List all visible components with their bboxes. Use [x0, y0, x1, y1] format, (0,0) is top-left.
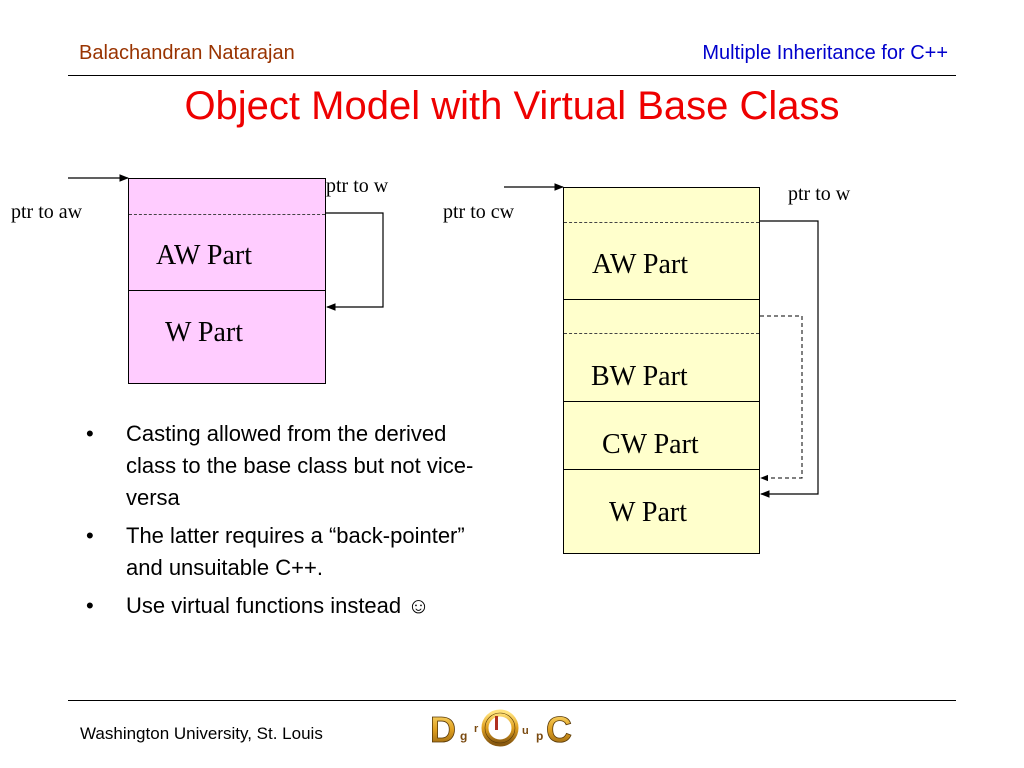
logo-letter-c: C	[546, 709, 572, 750]
right-pointer-divider	[564, 222, 759, 223]
slide-title: Object Model with Virtual Base Class	[184, 84, 840, 128]
bullet-list: • Casting allowed from the derived class…	[82, 418, 502, 628]
bullet-item: • The latter requires a “back-pointer” a…	[82, 520, 502, 584]
right-cw-divider	[564, 469, 759, 470]
bullet-text: The latter requires a “back-pointer” and…	[126, 523, 465, 580]
right-ptr-to-w-label: ptr to w	[788, 183, 851, 205]
institution-name: Washington University, St. Louis	[80, 724, 323, 743]
header-rule	[68, 75, 956, 76]
footer-rule	[68, 700, 956, 701]
logo-letter-p: p	[536, 729, 543, 743]
left-pointer-divider	[129, 214, 325, 215]
left-w-part-label: W Part	[165, 317, 244, 348]
right-ptr-to-w-arrow	[760, 220, 819, 498]
left-object-box	[128, 178, 326, 384]
ptr-to-cw-label: ptr to cw	[443, 201, 515, 223]
logo-letter-u: u	[522, 725, 529, 737]
doc-group-logo: D g r u p C	[430, 709, 573, 751]
left-aw-part-label: AW Part	[156, 240, 253, 271]
bullet-item: • Casting allowed from the derived class…	[82, 418, 502, 514]
bullet-text: Casting allowed from the derived class t…	[126, 421, 474, 510]
logo-letter-d: D	[430, 709, 456, 750]
bullet-glyph: •	[86, 421, 94, 446]
bullet-text: Use virtual functions instead ☺	[126, 593, 430, 618]
presentation-topic: Multiple Inheritance for C++	[702, 42, 948, 64]
right-aw-divider	[564, 299, 759, 300]
author-name: Balachandran Natarajan	[79, 42, 295, 64]
bullet-glyph: •	[86, 523, 94, 548]
bullet-glyph: •	[86, 593, 94, 618]
left-ptr-to-w-label: ptr to w	[326, 175, 389, 197]
right-cw-part-label: CW Part	[602, 429, 699, 460]
right-bw-dashed-arrow	[760, 315, 803, 482]
left-part-divider	[129, 290, 325, 291]
logo-letter-r: r	[474, 723, 479, 735]
right-bw-divider	[564, 401, 759, 402]
bullet-item: • Use virtual functions instead ☺	[82, 590, 502, 622]
left-ptr-to-w-arrow	[326, 212, 384, 311]
right-w-part-label: W Part	[609, 497, 688, 528]
right-bw-part-label: BW Part	[591, 361, 688, 392]
right-bw-pointer-divider	[564, 333, 759, 334]
right-object-box	[563, 187, 760, 554]
right-aw-part-label: AW Part	[592, 249, 689, 280]
ptr-to-aw-label: ptr to aw	[11, 201, 83, 223]
logo-letter-g: g	[460, 729, 467, 743]
